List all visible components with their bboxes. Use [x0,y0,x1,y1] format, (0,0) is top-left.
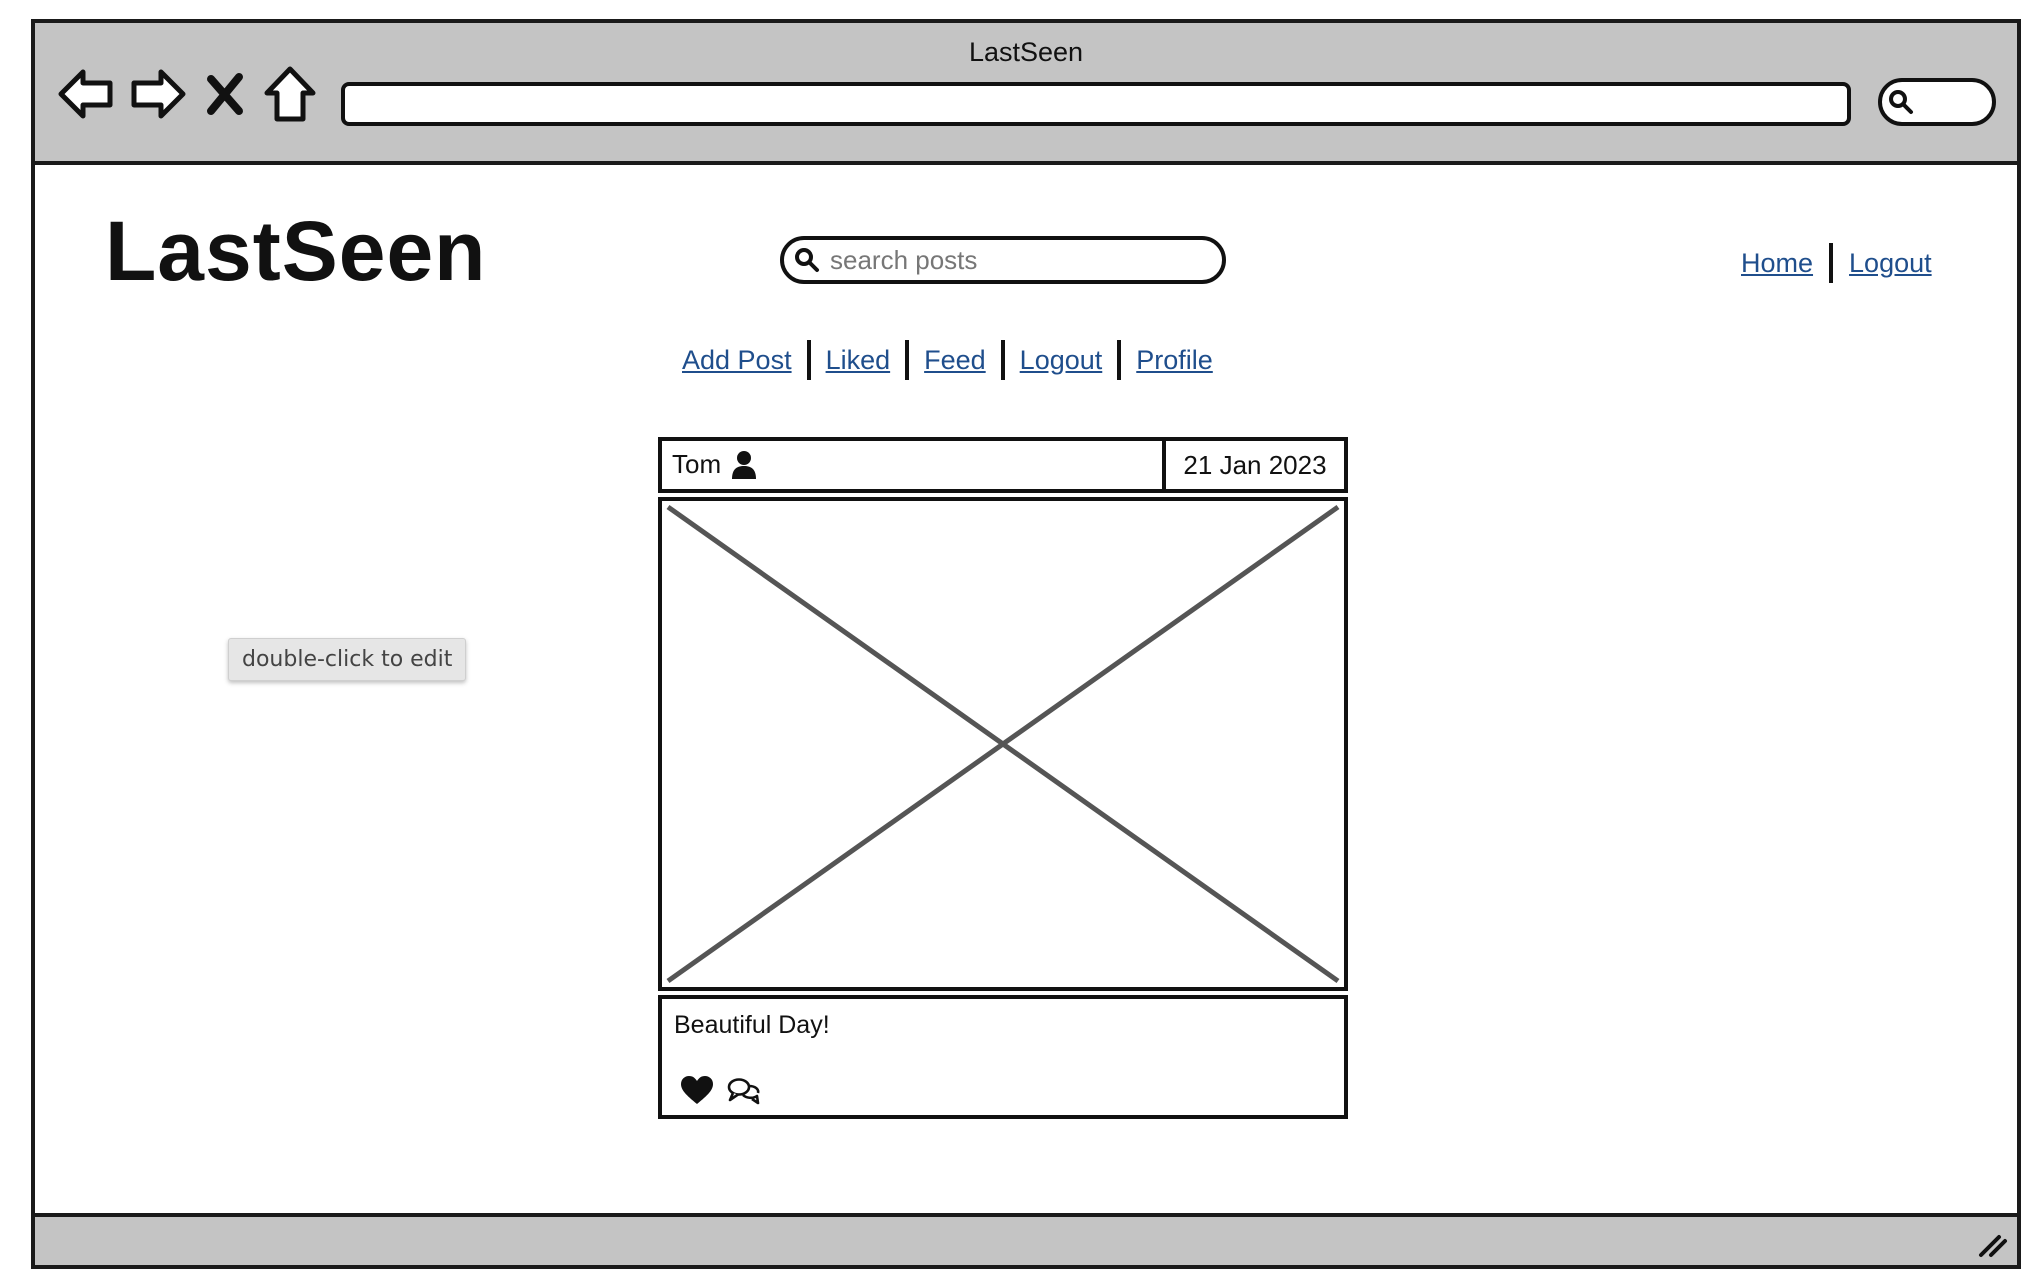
nav-link-add-post[interactable]: Add Post [682,344,792,375]
post-image-placeholder[interactable] [658,497,1348,991]
nav-divider [806,340,811,380]
nav-divider [1000,340,1005,380]
comment-icon[interactable] [726,1075,760,1107]
browser-status-bar [35,1213,2017,1265]
address-bar[interactable] [341,82,1851,126]
nav-link-feed[interactable]: Feed [924,344,986,375]
nav-link-logout-secondary[interactable]: Logout [1019,344,1103,375]
stop-button[interactable] [199,63,251,125]
post-footer: Beautiful Day! [658,995,1348,1119]
nav-link-profile[interactable]: Profile [1136,344,1213,375]
post-caption: Beautiful Day! [674,1011,830,1039]
home-button[interactable] [259,63,321,125]
search-input[interactable] [828,243,1208,277]
sub-nav: Add Post Liked Feed Logout Profile [682,340,1213,380]
resize-grip-icon[interactable] [1975,1225,2009,1259]
nav-divider [905,340,910,380]
post-date: 21 Jan 2023 [1162,437,1348,493]
post-author[interactable]: Tom [672,449,757,480]
post-header: Tom 21 Jan 2023 [658,437,1348,493]
image-placeholder-icon [666,504,1340,984]
search-icon [795,248,819,272]
browser-search-field[interactable] [1878,78,1996,126]
nav-link-logout[interactable]: Logout [1849,247,1932,278]
arrow-left-icon [58,69,113,119]
back-button[interactable] [55,63,117,125]
nav-link-liked[interactable]: Liked [825,344,891,375]
edit-tooltip: double-click to edit [228,638,467,681]
home-icon [264,66,316,122]
user-icon [732,450,757,479]
post-author-name: Tom [672,449,722,479]
site-logo: LastSeen [105,204,487,298]
heart-icon[interactable] [680,1075,714,1105]
nav-divider [1829,243,1834,283]
browser-toolbar: LastSeen [35,23,2017,165]
top-nav: Home Logout [1741,243,1932,283]
window-title: LastSeen [968,37,1084,67]
nav-divider [1117,340,1122,380]
forward-button[interactable] [127,63,189,125]
site-search-box[interactable] [780,236,1226,284]
search-icon [1889,90,1913,114]
close-icon [207,73,243,115]
nav-link-home[interactable]: Home [1741,247,1814,278]
arrow-right-icon [131,69,186,119]
